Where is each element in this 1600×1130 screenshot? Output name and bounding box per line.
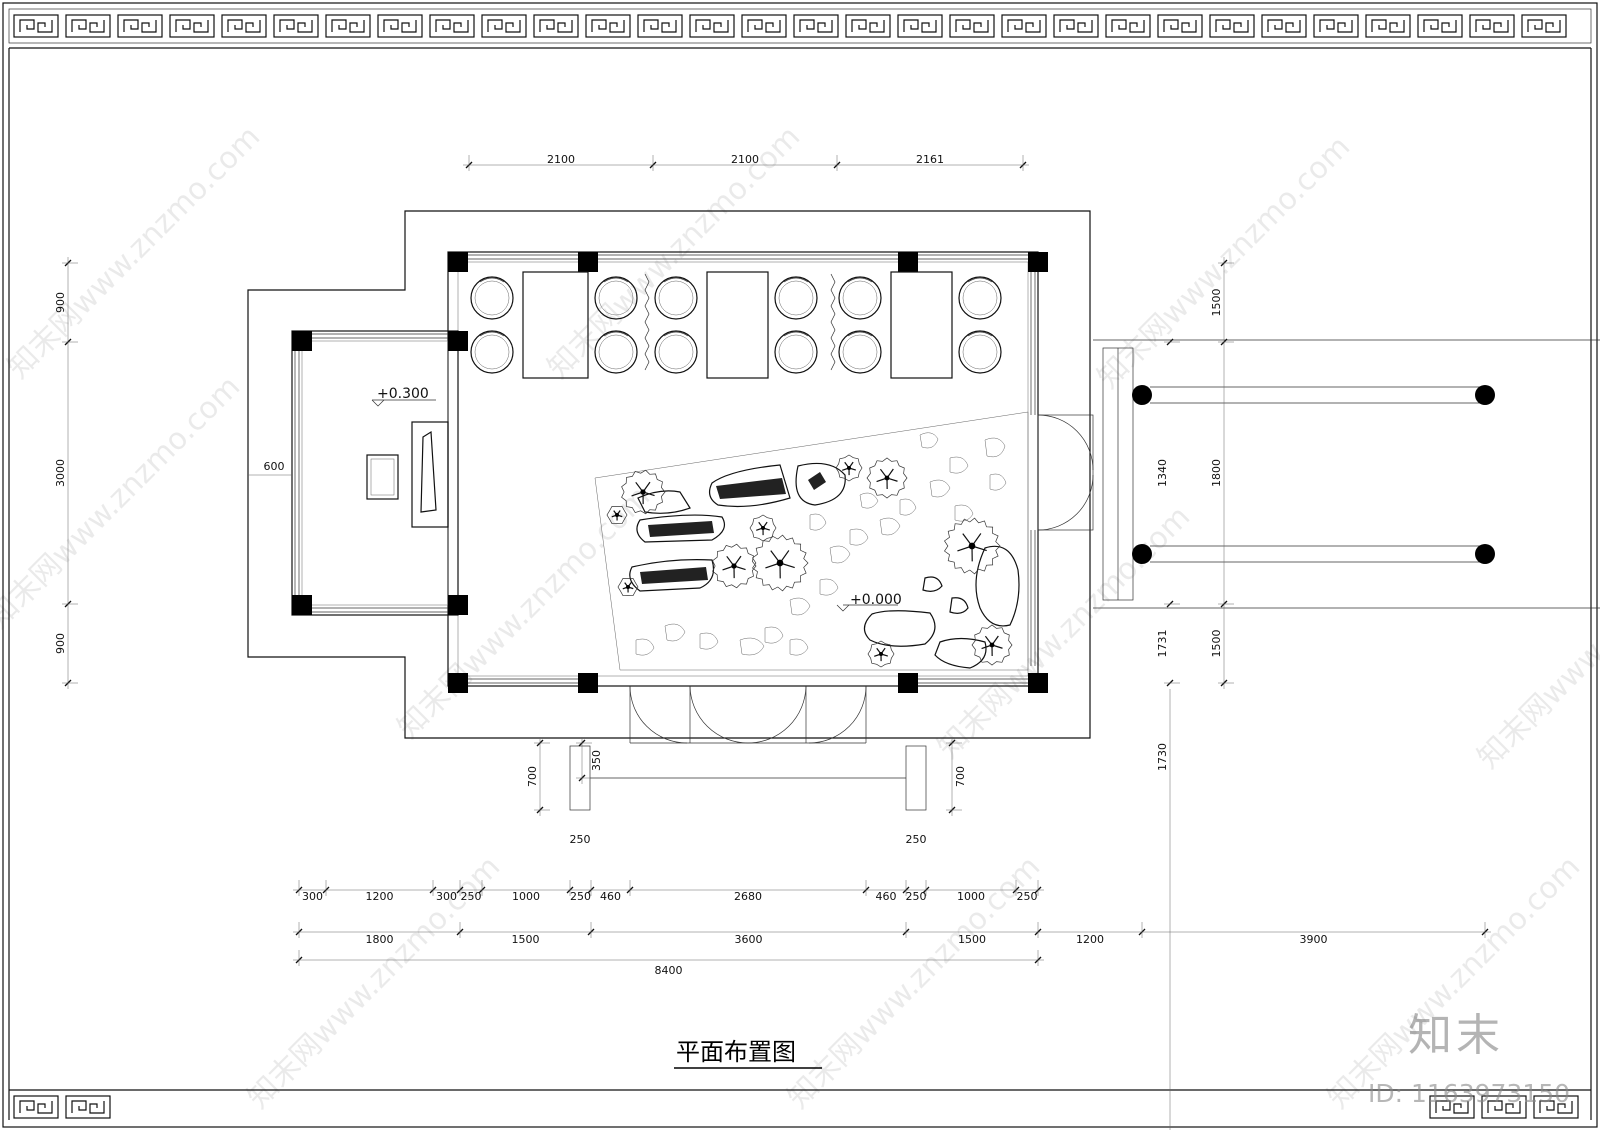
dimension-label: 2100: [547, 153, 575, 166]
dimension-label: 600: [264, 460, 285, 473]
dimension-label: 1000: [957, 890, 985, 903]
dimension-label: 700: [526, 766, 539, 787]
chair: [594, 276, 638, 320]
dimension-label: 300: [436, 890, 457, 903]
dimension-label: 250: [906, 890, 927, 903]
dimension-label: 3900: [1300, 933, 1328, 946]
greek-key-border-bottom-left: [13, 1095, 111, 1119]
shrub: [944, 517, 1001, 575]
drawing-title: 平面布置图: [674, 1038, 822, 1069]
dimension-lines: 2100 2100 2161 900 3000 900 1730 1340 1731 1500 18…: [54, 153, 1491, 1130]
dining-table: [706, 271, 769, 379]
dimension-label: 250: [461, 890, 482, 903]
dimension-label: 1500: [1210, 630, 1223, 658]
dimension-label: 2161: [916, 153, 944, 166]
plan-title: 平面布置图: [676, 1038, 796, 1066]
brand-logo: 知末: [1408, 1010, 1504, 1061]
dimension-label: 1800: [366, 933, 394, 946]
dimension-label: 250: [570, 890, 591, 903]
chair: [838, 276, 882, 320]
shrub: [835, 454, 863, 482]
dimension-label: 2100: [731, 153, 759, 166]
south-porch: [569, 685, 927, 811]
chair: [958, 330, 1002, 374]
dining-seating: [470, 271, 1002, 379]
shrub: [752, 534, 809, 592]
shrub: [749, 514, 777, 542]
shrub: [621, 469, 666, 515]
chair: [470, 276, 514, 320]
dimension-label: 1200: [1076, 933, 1104, 946]
level-marker-west: +0.300: [371, 386, 436, 407]
dimension-label: 350: [590, 750, 603, 771]
dimension-label: 8400: [655, 964, 683, 977]
building-outline: [247, 210, 1091, 739]
dining-table: [522, 271, 589, 379]
shrub: [866, 457, 908, 499]
shrub: [617, 577, 639, 597]
chair: [654, 276, 698, 320]
rock-garden: +0.000: [594, 411, 1029, 671]
dimension-label: 1500: [958, 933, 986, 946]
shrubs: [606, 454, 1013, 668]
shrub: [606, 505, 628, 525]
greek-key-border-top: [13, 14, 1567, 38]
dimension-label: 900: [54, 633, 67, 654]
chair: [958, 276, 1002, 320]
pergola-posts: [1132, 385, 1495, 564]
dimension-label: 3600: [735, 933, 763, 946]
watermark-text: 知末网www.znzmo.com: [0, 369, 247, 635]
dimension-label: 3000: [54, 459, 67, 487]
dimension-label: 1731: [1156, 630, 1169, 658]
garden-rocks: [637, 490, 1020, 669]
dimension-label: 1500: [512, 933, 540, 946]
east-entrance: [1037, 339, 1600, 609]
dimension-label: 250: [570, 833, 591, 846]
dimension-label: 460: [600, 890, 621, 903]
watermark-text: 知末网www.znzmo.com: [1, 119, 267, 385]
dimension-label: 250: [906, 833, 927, 846]
image-id: ID: 1163973150: [1368, 1079, 1570, 1108]
watermark-text: 知末网www.znzmo.com: [1321, 849, 1587, 1115]
chair: [774, 276, 818, 320]
dimension-label: 1730: [1156, 743, 1169, 771]
dimension-label: 2680: [734, 890, 762, 903]
guqin-instruments: [629, 462, 846, 592]
stepping-stones: [635, 432, 1007, 656]
shrub: [712, 543, 757, 589]
dining-table: [890, 271, 953, 379]
screen-partitions: [644, 273, 836, 371]
watermarks: 知末网www.znzmo.com 知末网www.znzmo.com 知末网www…: [0, 119, 1600, 1115]
dimension-label: 900: [54, 292, 67, 313]
dimension-label: 1200: [366, 890, 394, 903]
guqin-table: [366, 421, 449, 528]
chair: [838, 330, 882, 374]
floor-level-west-wing: +0.300: [377, 386, 429, 402]
dimension-label: 1800: [1210, 459, 1223, 487]
chair: [654, 330, 698, 374]
dimension-label: 1000: [512, 890, 540, 903]
chair: [594, 330, 638, 374]
dimension-label: 1340: [1156, 459, 1169, 487]
dimension-label: 250: [1017, 890, 1038, 903]
chair: [470, 330, 514, 374]
shrub: [971, 624, 1013, 666]
shrub: [867, 640, 895, 668]
floor-level-garden: +0.000: [850, 592, 902, 608]
dimension-label: 300: [302, 890, 323, 903]
dimension-label: 1500: [1210, 289, 1223, 317]
dimension-label: 460: [876, 890, 897, 903]
greek-key-border-bottom-right: [1429, 1095, 1579, 1119]
dimension-label: 700: [954, 766, 967, 787]
chair: [774, 330, 818, 374]
